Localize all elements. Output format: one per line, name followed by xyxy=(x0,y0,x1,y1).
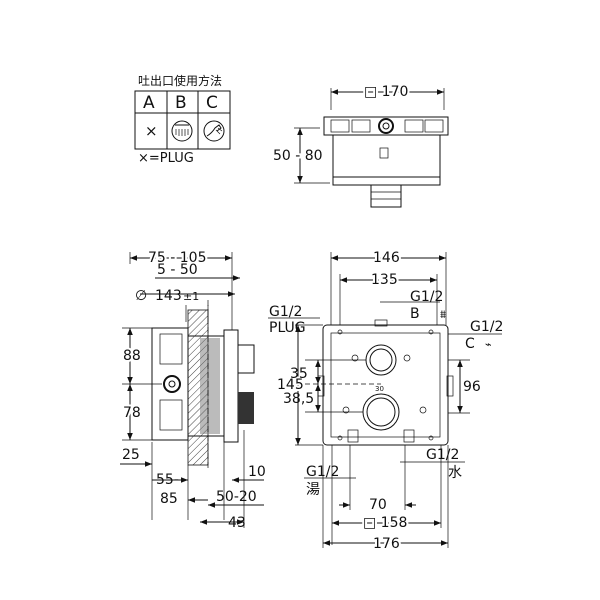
side-upper-height: 88 xyxy=(123,348,141,364)
front-plate-width: □ 158 xyxy=(363,515,407,531)
front-center-spacing: 70 xyxy=(369,497,387,513)
top-width-label: □ 170 xyxy=(364,84,408,100)
plug-thread: G1/2 xyxy=(269,304,302,320)
hand-shower-icon xyxy=(203,120,225,142)
outlet-usage-table: 吐出口使用方法 A B C × ×=PLUG xyxy=(134,73,231,166)
hot-label: 湯 xyxy=(306,481,320,498)
shower-head-icon xyxy=(171,120,193,142)
front-view: 146 135 G1/2 B ⩩ G1/2 PLUG G1/2 C ⌁ xyxy=(268,248,503,554)
side-range-b: 50-20 xyxy=(216,489,257,505)
outlet-b-label: B xyxy=(410,306,420,322)
top-depth-label: 50 - 80 xyxy=(273,148,323,164)
side-depth-range: 75 - 105 xyxy=(148,250,207,266)
legend-header-c: C xyxy=(206,93,218,113)
side-lower-height: 78 xyxy=(123,405,141,421)
side-ten: 10 xyxy=(248,464,266,480)
side-range-a2: 85 xyxy=(160,491,178,507)
front-width: 146 xyxy=(373,250,400,266)
outlet-c-label: C xyxy=(465,336,475,352)
cold-label: 水 xyxy=(448,465,462,481)
cold-thread: G1/2 xyxy=(426,447,459,463)
side-bottom: 43 xyxy=(228,515,246,531)
legend-plug-mark: × xyxy=(145,122,158,140)
front-port-spacing: 135 xyxy=(371,272,398,288)
side-diameter-tol: ±1 xyxy=(183,290,199,303)
legend-title: 吐出口使用方法 xyxy=(138,73,222,88)
legend-header-b: B xyxy=(175,93,187,113)
center-mark: 30 xyxy=(375,385,384,393)
side-range-a: 55- xyxy=(156,472,179,488)
legend-header-a: A xyxy=(143,93,155,113)
side-view: 75 - 105 5 - 50 ∅ 143 ±1 88 78 25 55- 85… xyxy=(120,248,266,531)
side-wall-range: 5 - 50 xyxy=(157,262,198,278)
side-diameter: 143 xyxy=(155,288,182,304)
plug-label: PLUG xyxy=(269,320,306,336)
outlet-b-icon: ⩩ xyxy=(440,308,446,321)
front-right-height: 96 xyxy=(463,379,481,395)
front-overall-width: 176 xyxy=(373,536,400,552)
side-diameter-symbol: ∅ xyxy=(135,288,147,304)
front-height: 145 xyxy=(277,377,304,393)
legend-note: ×=PLUG xyxy=(138,151,194,166)
outlet-c-icon: ⌁ xyxy=(485,338,492,351)
top-view: □ 170 50 - 80 xyxy=(271,82,449,208)
outlet-c-thread: G1/2 xyxy=(470,319,503,335)
front-upper-offset: 35 xyxy=(290,366,308,382)
front-lower-offset: 38,5 xyxy=(283,391,314,407)
outlet-b-thread: G1/2 xyxy=(410,289,443,305)
side-offset: 25 xyxy=(122,447,140,463)
